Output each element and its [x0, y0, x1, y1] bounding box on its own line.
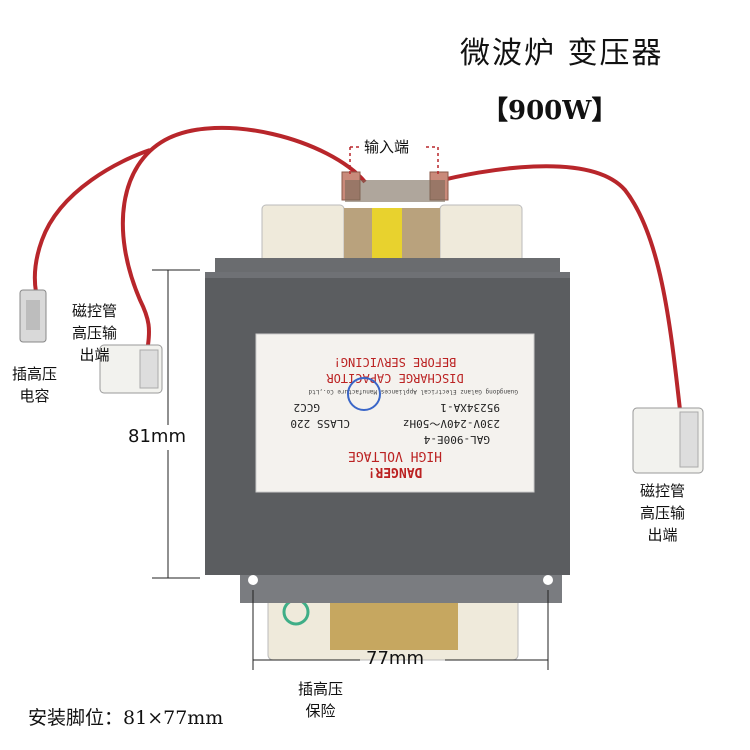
plate-code: GCC2 [294, 401, 321, 414]
hv-capacitor-line-1: 插高压 [12, 365, 58, 383]
height-dimension-line [152, 269, 200, 579]
mount-hole-right [543, 575, 553, 585]
right-hv-connector [632, 407, 704, 474]
width-dimension-label: 77mm [366, 648, 424, 669]
nameplate: DANGER! HIGH VOLTAGE GAL-900E-4 230V-240… [255, 333, 535, 493]
magnetron-right-label: 磁控管 高压输 出端 [640, 480, 685, 546]
input-bracket [349, 146, 439, 175]
plate-part-no: 95234XA-1 [440, 401, 500, 414]
plate-caution-2: BEFORE SERVICING! [334, 355, 457, 369]
hv-capacitor-label: 插高压 电容 [12, 363, 57, 407]
hv-fuse-line-1: 插高压 [298, 680, 344, 698]
left-hv-connector [99, 344, 163, 394]
plate-caution-1: DISCHARGE CAPACITOR [326, 371, 464, 385]
mount-hole-left [248, 575, 258, 585]
magnetron-left-label: 磁控管 高压输 出端 [72, 300, 117, 366]
mounting-value: 81×77mm [123, 707, 224, 729]
magnetron-right-line-2: 高压输 [640, 504, 686, 522]
magnetron-left-line-3: 出端 [79, 346, 110, 364]
mounting-label: 安装脚位： [28, 707, 124, 729]
height-dimension-label: 81mm [128, 426, 186, 447]
plate-danger: DANGER! [368, 464, 423, 479]
magnetron-right-line-1: 磁控管 [640, 482, 686, 500]
plate-high-voltage: HIGH VOLTAGE [348, 448, 442, 463]
hv-fuse-line-2: 保险 [305, 702, 336, 720]
plate-model: GAL-900E-4 [423, 433, 490, 446]
inspection-stamp [347, 377, 381, 411]
plate-maker: Guangdong Galanz Electrical Appliances M… [308, 388, 518, 395]
input-terminal-label: 输入端 [364, 138, 410, 156]
magnetron-left-line-1: 磁控管 [72, 302, 118, 320]
hv-fuse-label: 插高压 保险 [298, 678, 343, 722]
plate-class: CLASS 220 [290, 417, 350, 430]
magnetron-right-line-3: 出端 [647, 526, 678, 544]
power-rating: 【900W】 [482, 96, 618, 126]
mounting-spec: 安装脚位：81×77mm [28, 703, 223, 730]
left-wire-2 [32, 148, 151, 293]
left-wire [120, 125, 367, 346]
magnetron-left-line-2: 高压输 [72, 324, 118, 342]
page-title: 微波炉 变压器 [460, 36, 664, 71]
spade-connector [19, 289, 47, 343]
width-dimension-line [252, 590, 549, 670]
hv-capacitor-line-2: 电容 [19, 387, 50, 405]
input-terminals [341, 171, 449, 202]
plate-rating: 230V-240V～50Hz [403, 417, 500, 430]
right-wire [434, 164, 682, 411]
